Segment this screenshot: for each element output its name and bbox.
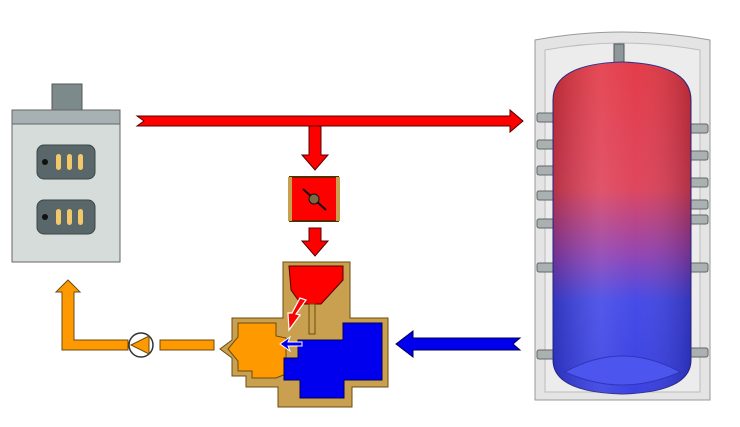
boiler: [11, 83, 121, 263]
tank-bottom-dome: [563, 355, 682, 386]
boiler-control-panel: [36, 144, 96, 180]
panel-light: [56, 154, 61, 170]
boiler-top-band: [11, 109, 121, 125]
indicator-dot: [42, 159, 48, 165]
hot-branch-arrow: [300, 125, 330, 171]
tank-shine: [553, 62, 691, 394]
indicator-dot: [42, 214, 48, 220]
mixing-valve-mixed-chamber: [227, 322, 287, 379]
mixing-valve-spindle: [308, 303, 316, 335]
boiler-control-panel: [36, 199, 96, 235]
storage-tank: [534, 31, 711, 401]
pump-direction-icon: [129, 335, 150, 355]
mixing-valve-hot-chamber: [288, 265, 344, 305]
hot-to-valve-arrow: [300, 227, 330, 257]
panel-light: [78, 209, 83, 225]
three-way-mixing-valve: [219, 261, 389, 408]
boiler-flue: [51, 83, 83, 111]
hot-supply-arrow: [135, 108, 524, 134]
boiler-body: [11, 109, 121, 263]
butterfly-valve-spindle: [308, 193, 320, 205]
tank-ports-left: [536, 112, 558, 360]
mixed-return-to-boiler-arrow: [54, 279, 129, 351]
circulation-pump: [128, 332, 154, 358]
cold-return-arrow: [395, 329, 522, 359]
butterfly-valve: [288, 176, 340, 222]
panel-light: [67, 209, 72, 225]
hot-supply-line: [135, 108, 524, 134]
mixing-valve-cold-chamber: [283, 322, 383, 399]
panel-light: [56, 209, 61, 225]
panel-light: [78, 154, 83, 170]
mixing-valve-cold-flow: [279, 335, 303, 353]
mixed-return-segment: [159, 339, 215, 351]
panel-light: [67, 154, 72, 170]
mixing-valve-hot-flow: [287, 297, 307, 332]
